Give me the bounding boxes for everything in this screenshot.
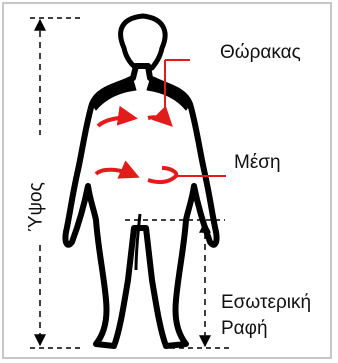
inseam-label-line2: Ραφή [221, 319, 268, 338]
waist-label: Μέση [234, 153, 281, 172]
height-label: Ύψος [27, 182, 46, 232]
human-silhouette-icon [65, 16, 216, 346]
chest-label: Θώρακας [220, 43, 301, 62]
inseam-label-line1: Εσωτερική [221, 293, 311, 312]
